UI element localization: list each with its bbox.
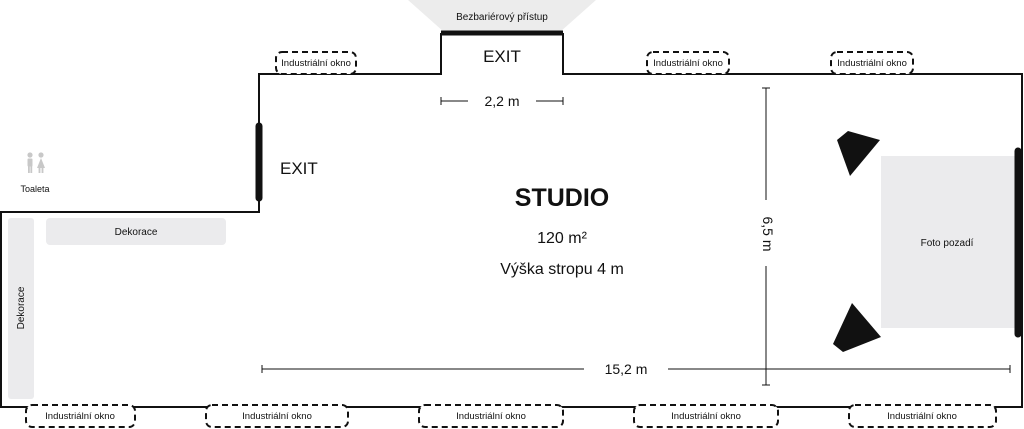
restroom: Toaleta <box>20 152 50 194</box>
window-top-1: Industriální okno <box>275 51 357 75</box>
window-label: Industriální okno <box>242 411 312 422</box>
top-exit[interactable]: EXIT <box>441 30 563 66</box>
room-area: 120 m² <box>537 230 587 247</box>
left-exit[interactable]: EXIT <box>255 122 318 202</box>
decor-horizontal-label: Dekorace <box>115 227 158 238</box>
room-ceiling-height: Výška stropu 4 m <box>500 261 624 278</box>
window-bottom-2: Industriální okno <box>205 404 349 428</box>
length-label: 15,2 m <box>605 361 648 377</box>
room-title: STUDIO <box>515 184 609 212</box>
left-exit-label: EXIT <box>280 159 318 178</box>
backdrop-panel <box>881 156 1015 328</box>
window-bottom-3: Industriální okno <box>418 404 564 428</box>
backdrop-label: Foto pozadí <box>921 238 974 249</box>
top-exit-label: EXIT <box>483 47 521 66</box>
restroom-label: Toaleta <box>20 184 49 194</box>
depth-dimension <box>762 87 770 386</box>
entrance-label: Bezbariérový přístup <box>456 12 548 23</box>
decor-vertical-label: Dekorace <box>16 286 27 329</box>
door-width-dimension <box>440 97 564 105</box>
depth-label: 6,5 m <box>760 216 776 251</box>
window-label: Industriální okno <box>671 411 741 422</box>
length-dimension <box>261 365 1011 373</box>
entrance-area <box>408 0 596 32</box>
decor-horizontal-panel <box>46 218 226 245</box>
decor-vertical-panel <box>8 218 34 399</box>
window-top-3: Industriální okno <box>830 51 914 75</box>
window-label: Industriální okno <box>456 411 526 422</box>
window-label: Industriální okno <box>837 58 907 69</box>
studio-light-bottom-icon <box>833 303 881 352</box>
window-label: Industriální okno <box>281 58 351 69</box>
decor-horizontal: Dekorace <box>46 218 226 245</box>
photo-backdrop: Foto pozadí <box>881 147 1022 338</box>
studio-light-top-icon <box>837 131 880 176</box>
window-label: Industriální okno <box>653 58 723 69</box>
window-label: Industriální okno <box>887 411 957 422</box>
decor-vertical: Dekorace <box>8 218 34 399</box>
window-label: Industriální okno <box>45 411 115 422</box>
window-bottom-4: Industriální okno <box>633 404 779 428</box>
window-bottom-1: Industriální okno <box>25 404 136 428</box>
window-bottom-5: Industriální okno <box>848 404 997 428</box>
accessible-entrance: Bezbariérový přístup <box>408 0 596 32</box>
restroom-icon <box>27 152 45 173</box>
door-width-label: 2,2 m <box>484 93 519 109</box>
window-top-2: Industriální okno <box>646 51 730 75</box>
